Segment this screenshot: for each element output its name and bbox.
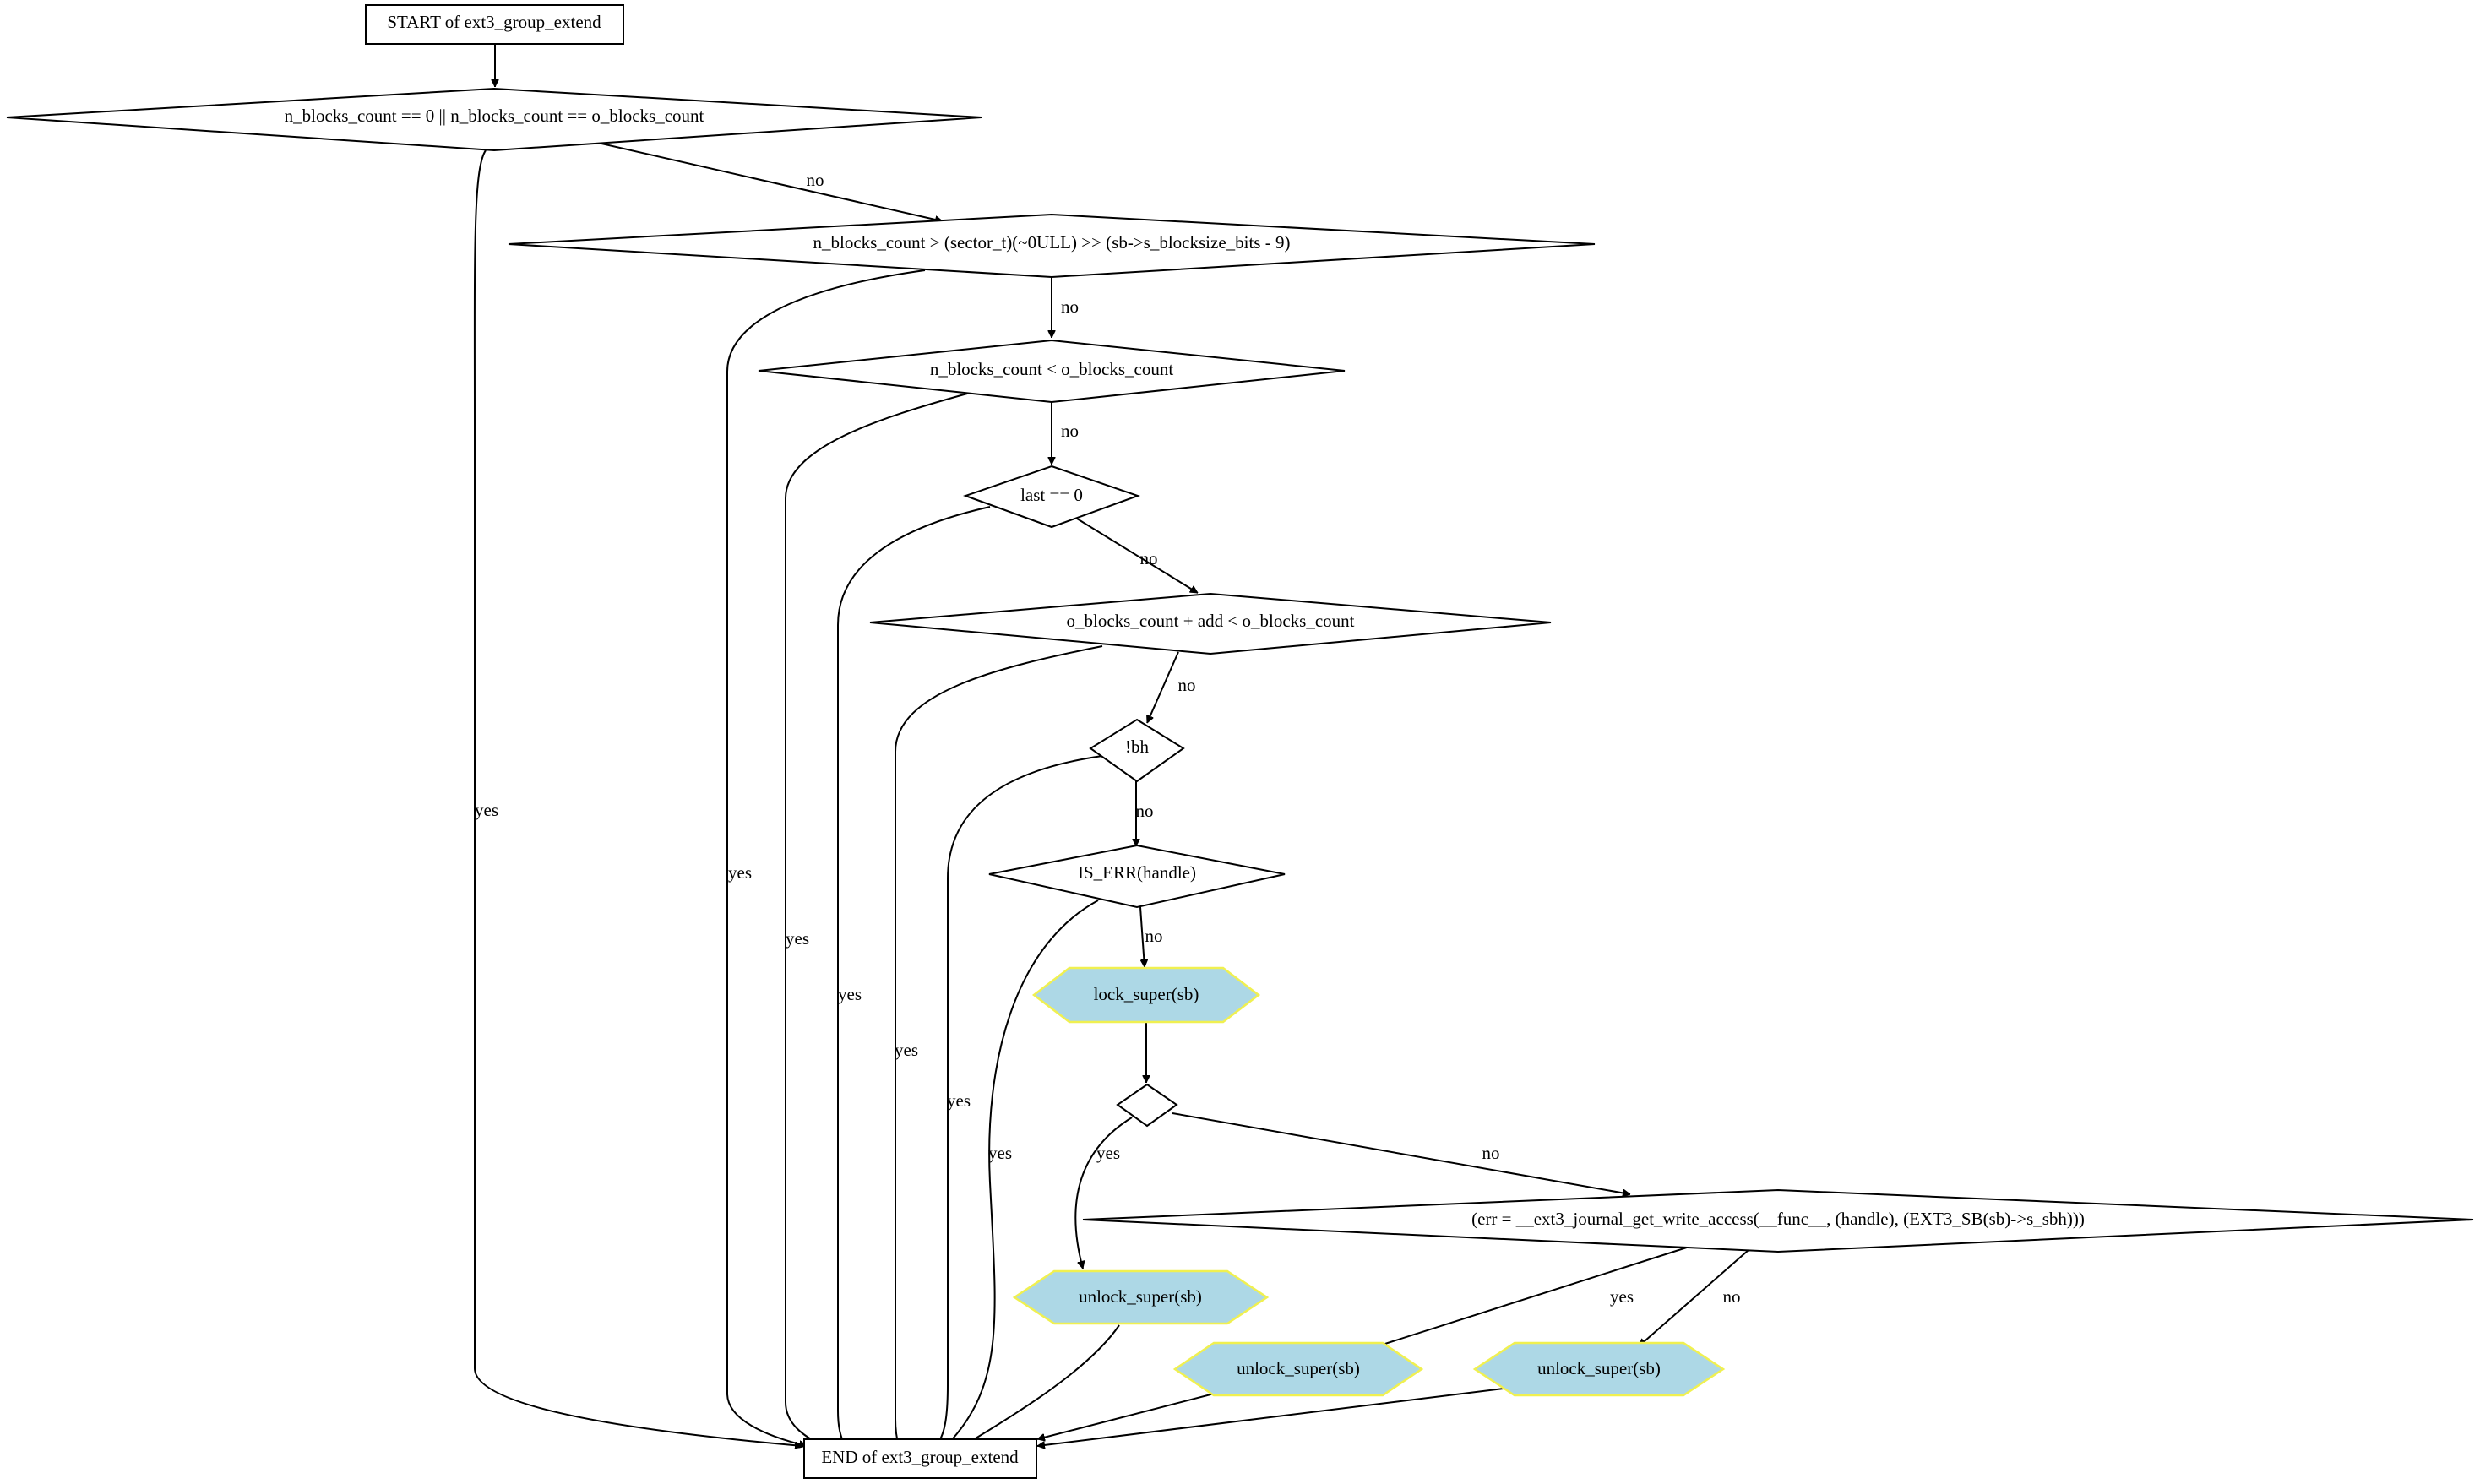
edge-c3-end-yes bbox=[785, 393, 968, 1447]
edge-label-c5-c6: no bbox=[1178, 675, 1196, 695]
edge-label-c4-c5: no bbox=[1140, 548, 1158, 568]
edge-c4-end-yes bbox=[837, 506, 991, 1446]
node-a3[interactable]: unlock_super(sb) bbox=[1172, 1341, 1424, 1397]
node-label-c9: (err = __ext3_journal_get_write_access(_… bbox=[1471, 1209, 2085, 1229]
edge-label-c2-end: yes bbox=[728, 862, 752, 883]
edge-label-c6-c7: no bbox=[1136, 801, 1154, 821]
node-a2[interactable]: unlock_super(sb) bbox=[1012, 1269, 1270, 1325]
node-label-a4: unlock_super(sb) bbox=[1537, 1358, 1661, 1378]
edge-label-c2-c3: no bbox=[1061, 296, 1079, 317]
node-label-c7: IS_ERR(handle) bbox=[1078, 862, 1196, 883]
edge-label-c3-end: yes bbox=[786, 928, 809, 949]
edge-c8-c9-no bbox=[1172, 1112, 1630, 1194]
node-c2: n_blocks_count > (sector_t)(~0ULL) >> (s… bbox=[508, 213, 1596, 279]
edge-label-c1-c2: no bbox=[807, 170, 824, 190]
node-c5: o_blocks_count + add < o_blocks_count bbox=[869, 592, 1552, 655]
edge-label-c8-a2: yes bbox=[1096, 1143, 1120, 1163]
node-label-c3: n_blocks_count < o_blocks_count bbox=[930, 359, 1173, 379]
edge-label-c7-end: yes bbox=[988, 1143, 1012, 1163]
edge-label-c1-end: yes bbox=[475, 800, 498, 820]
node-c1: n_blocks_count == 0 || n_blocks_count ==… bbox=[6, 87, 982, 152]
edge-c9-a4-no bbox=[1639, 1249, 1749, 1347]
node-c7: IS_ERR(handle) bbox=[988, 844, 1286, 909]
edge-c6-end-yes bbox=[935, 755, 1103, 1446]
edge-c1-c2-no bbox=[601, 143, 943, 221]
edge-label-c4-end: yes bbox=[838, 984, 862, 1004]
node-c3: n_blocks_count < o_blocks_count bbox=[758, 339, 1346, 404]
edge-c2-end-yes bbox=[726, 269, 926, 1446]
node-label-c2: n_blocks_count > (sector_t)(~0ULL) >> (s… bbox=[813, 232, 1291, 253]
edge-c7-a1-no bbox=[1139, 906, 1145, 967]
node-c9: (err = __ext3_journal_get_write_access(_… bbox=[1082, 1188, 2474, 1253]
edge-a2-end bbox=[963, 1324, 1120, 1447]
node-a4[interactable]: unlock_super(sb) bbox=[1472, 1341, 1726, 1397]
edge-c9-a3-yes bbox=[1372, 1246, 1690, 1348]
edge-c5-end-yes bbox=[895, 645, 1103, 1446]
edge-c4-c5-no bbox=[1076, 518, 1198, 594]
edge-c7-end-yes bbox=[945, 900, 1099, 1446]
node-c8 bbox=[1116, 1083, 1178, 1128]
node-label-end: END of ext3_group_extend bbox=[821, 1447, 1019, 1467]
edge-label-c5-end: yes bbox=[895, 1040, 918, 1060]
edge-a4-end bbox=[1037, 1388, 1504, 1446]
edge-label-c7-a1: no bbox=[1145, 926, 1163, 946]
edge-c5-c6-no bbox=[1147, 651, 1179, 723]
edge-label-c6-end: yes bbox=[947, 1090, 971, 1111]
node-label-c6: !bh bbox=[1125, 737, 1149, 757]
nodes: START of ext3_group_extend n_blocks_coun… bbox=[6, 4, 2474, 1479]
node-label-a3: unlock_super(sb) bbox=[1237, 1358, 1360, 1378]
node-label-c1: n_blocks_count == 0 || n_blocks_count ==… bbox=[285, 106, 704, 126]
node-a1[interactable]: lock_super(sb) bbox=[1031, 966, 1261, 1024]
node-label-a1: lock_super(sb) bbox=[1094, 984, 1199, 1004]
node-c4: last == 0 bbox=[962, 465, 1141, 529]
node-label-c4: last == 0 bbox=[1020, 485, 1083, 505]
edge-a3-end bbox=[1037, 1391, 1221, 1439]
node-label-a2: unlock_super(sb) bbox=[1079, 1286, 1202, 1307]
edge-label-c9-a4: no bbox=[1723, 1286, 1741, 1307]
edges: no yes no yes no yes no yes no yes no ye… bbox=[473, 45, 1749, 1447]
edge-c1-end-yes bbox=[473, 149, 802, 1446]
edge-label-c3-c4: no bbox=[1061, 421, 1079, 441]
node-label-start: START of ext3_group_extend bbox=[387, 12, 601, 32]
edge-c8-a2-yes bbox=[1074, 1117, 1133, 1269]
edge-label-c8-c9: no bbox=[1482, 1143, 1500, 1163]
edge-label-c9-a3: yes bbox=[1610, 1286, 1634, 1307]
node-c6: !bh bbox=[1089, 718, 1185, 783]
node-end: END of ext3_group_extend bbox=[803, 1438, 1037, 1479]
node-label-c5: o_blocks_count + add < o_blocks_count bbox=[1067, 611, 1355, 631]
node-start: START of ext3_group_extend bbox=[365, 4, 624, 45]
